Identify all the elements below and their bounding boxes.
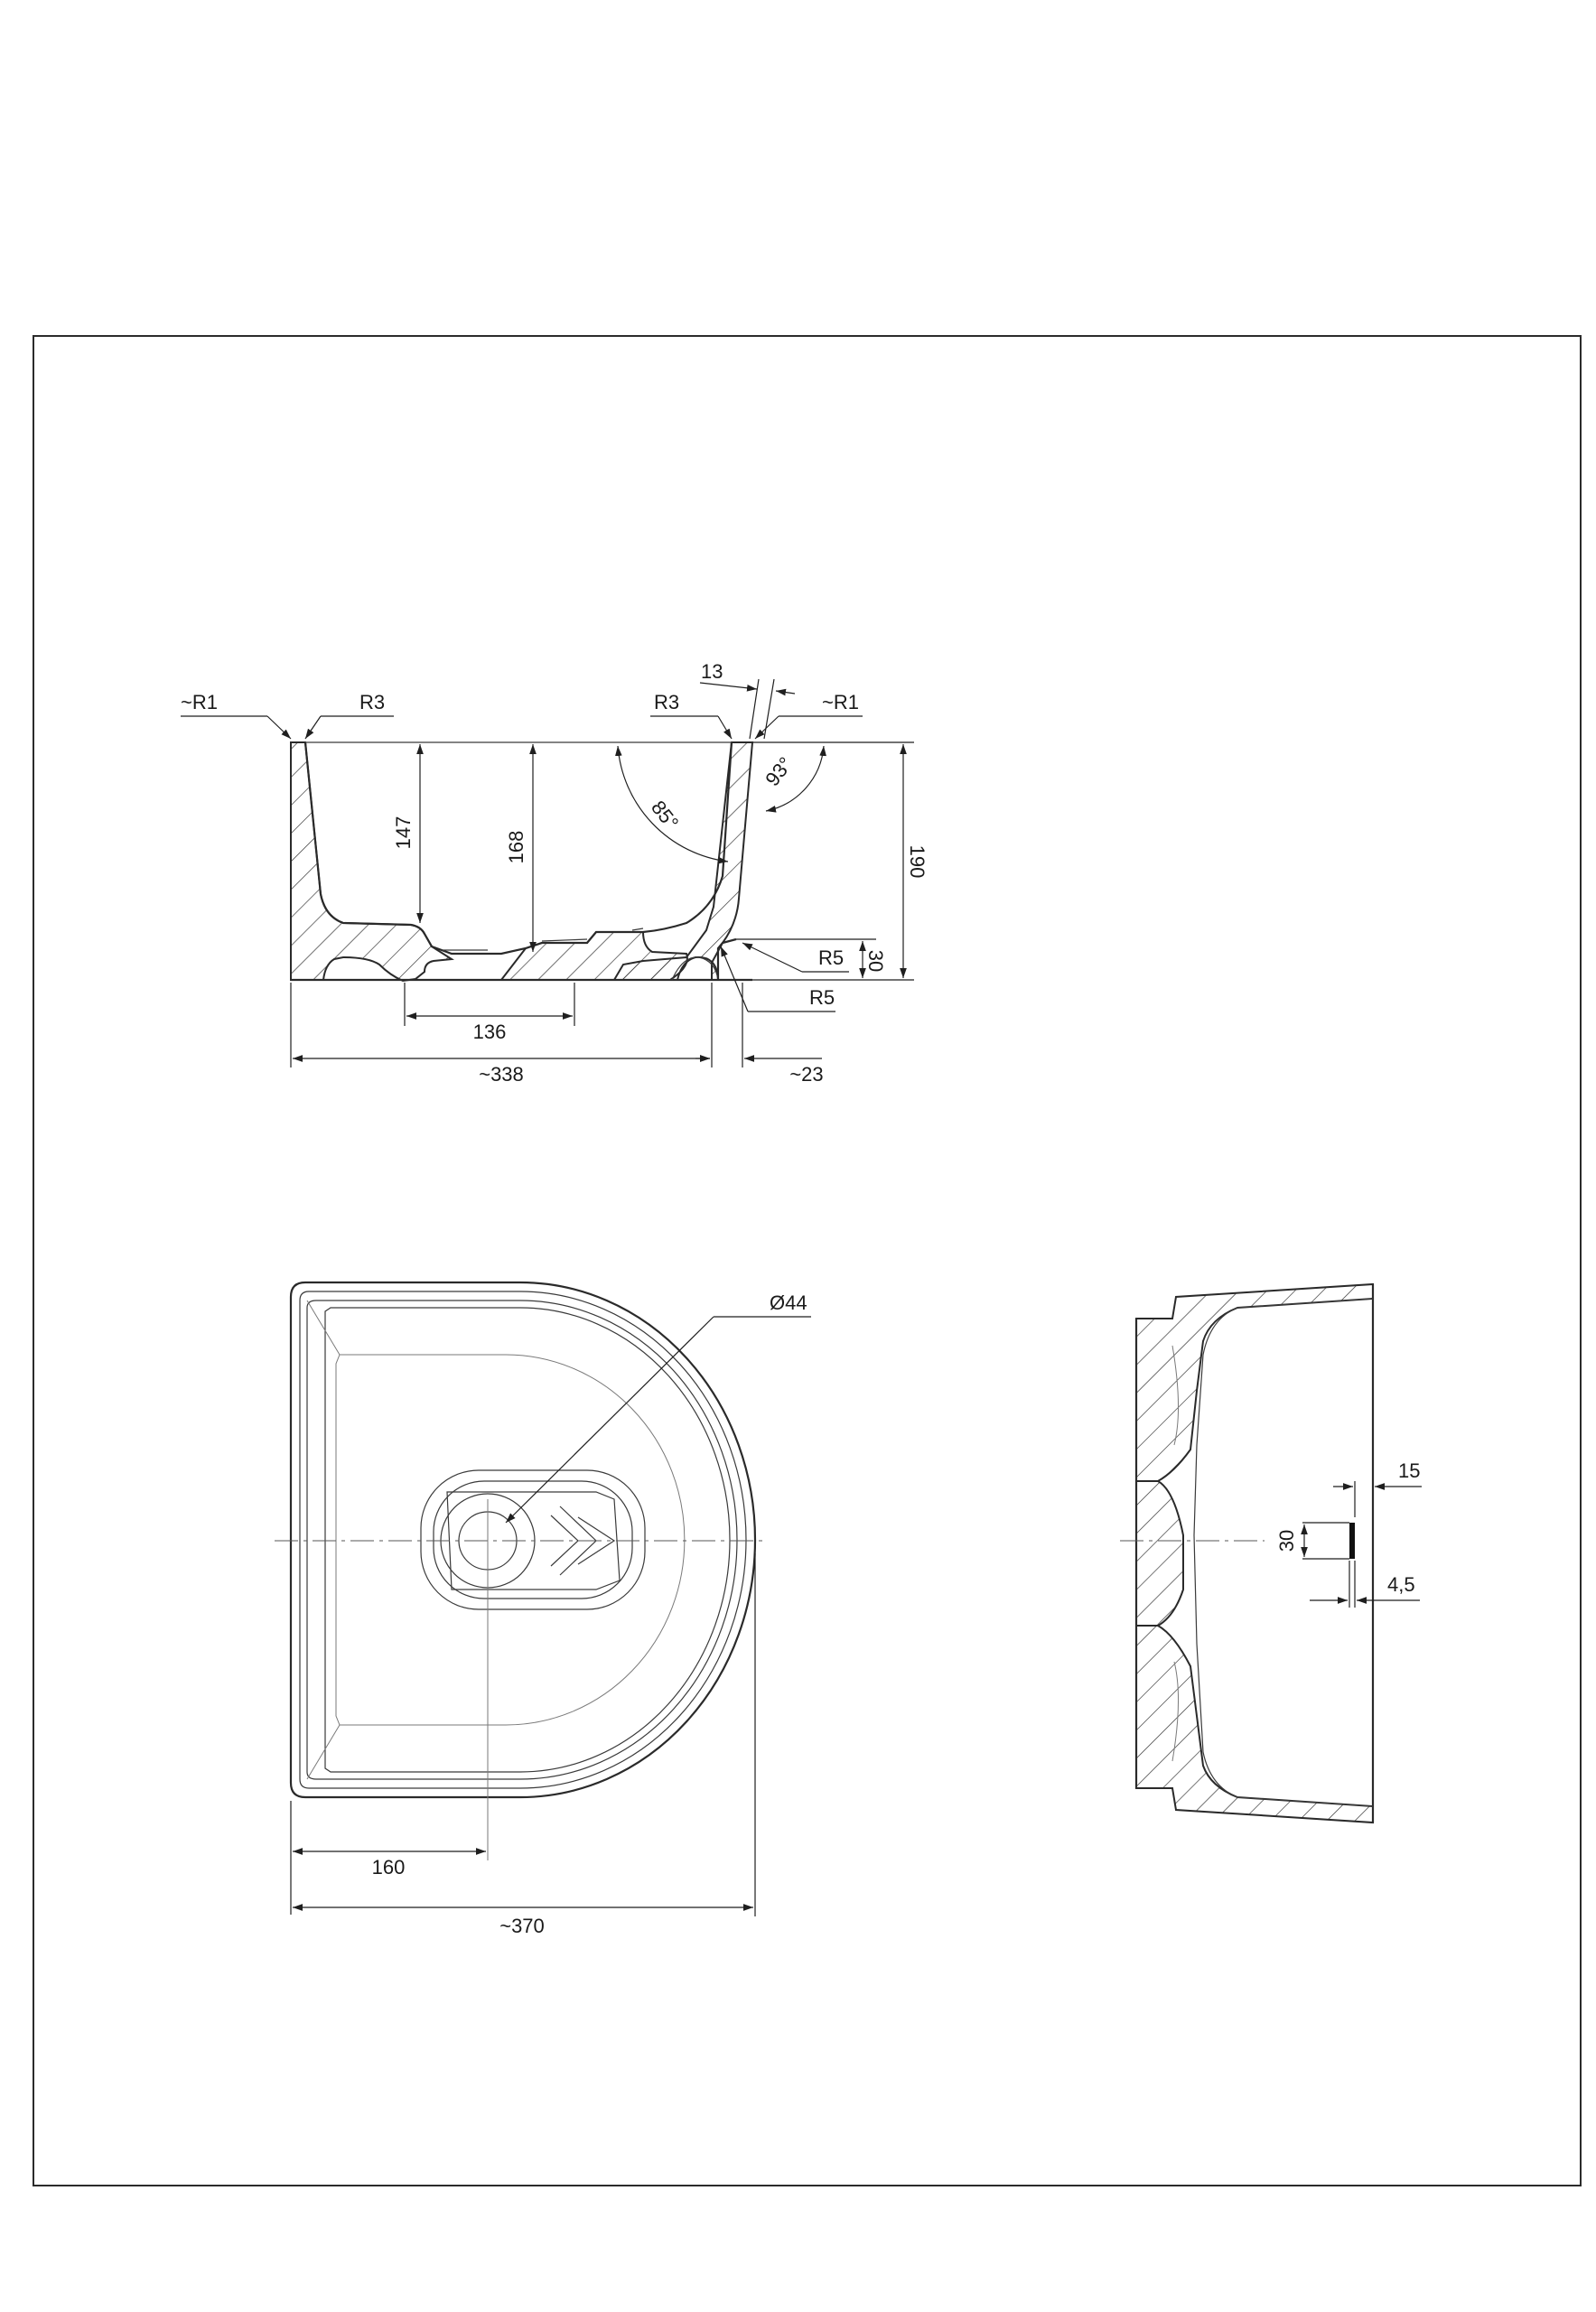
label-147: 147 (392, 816, 415, 850)
top-outer-outline (289, 1281, 757, 1799)
label-190: 190 (906, 845, 929, 879)
arc-85 (615, 745, 729, 864)
arrow-r5-2 (720, 946, 749, 1012)
section-left-wall (290, 741, 454, 983)
label-168: 168 (505, 831, 527, 864)
side-view: 15 30 4,5 (1120, 1282, 1422, 1824)
side-wall-lower (1135, 1625, 1374, 1824)
section-view: ~R1 R3 R3 ~R1 13 147 168 190 85° (181, 660, 929, 1086)
section-basin-outline (303, 741, 733, 956)
ext-13-a (749, 678, 760, 740)
arrow-r3-right (717, 715, 733, 740)
label-45: 4,5 (1387, 1573, 1415, 1596)
arrow-r1-left (266, 715, 292, 740)
top-corner-lines (306, 1300, 341, 1780)
label-r1-right: ~R1 (822, 691, 859, 713)
top-rim-inner-1 (299, 1291, 747, 1789)
label-338: ~338 (479, 1063, 524, 1086)
drain-recess-outer (420, 1469, 646, 1610)
top-view: Ø44 160 ~370 (275, 1281, 811, 1937)
top-basin-wall (324, 1307, 731, 1773)
arrow-r3-left (304, 715, 322, 740)
drain-channel (446, 1491, 621, 1590)
label-136: 136 (473, 1021, 507, 1043)
label-370: ~370 (499, 1915, 545, 1937)
arrow-r1-right (754, 715, 779, 740)
label-30: 30 (864, 950, 887, 972)
section-right-step (716, 937, 737, 980)
label-r3-right: R3 (654, 691, 679, 713)
overflow-slot (1349, 1523, 1355, 1559)
label-160: 160 (372, 1856, 406, 1878)
label-r3-left: R3 (359, 691, 385, 713)
dim-13-b (775, 688, 796, 696)
label-r5-2: R5 (809, 986, 835, 1009)
section-foot-recess (671, 956, 719, 981)
leader-o44 (505, 1316, 714, 1524)
label-93: 93° (761, 752, 797, 790)
top-basin-floor (335, 1354, 686, 1726)
side-wall-middle (1135, 1480, 1184, 1627)
label-r5-1: R5 (818, 946, 844, 969)
drain-recess-inner (433, 1480, 633, 1599)
dim-13-a (699, 682, 758, 692)
drawing-frame (33, 335, 1582, 2186)
side-wall-upper (1135, 1282, 1374, 1482)
label-o44: Ø44 (770, 1291, 807, 1314)
label-85: 85° (647, 797, 683, 834)
label-r1-left: ~R1 (181, 691, 218, 713)
side-inner-profile (1193, 1298, 1374, 1807)
ext-13-b (763, 678, 775, 740)
top-rim-inner-2 (306, 1300, 738, 1780)
label-15: 15 (1398, 1459, 1420, 1482)
label-30-side: 30 (1275, 1530, 1298, 1552)
label-13: 13 (701, 660, 723, 683)
side-inner-faint (1171, 1345, 1180, 1762)
label-23: ~23 (789, 1063, 823, 1086)
arc-93 (765, 745, 826, 813)
section-lip-detail (443, 928, 644, 951)
arrow-r5-1 (742, 942, 803, 973)
